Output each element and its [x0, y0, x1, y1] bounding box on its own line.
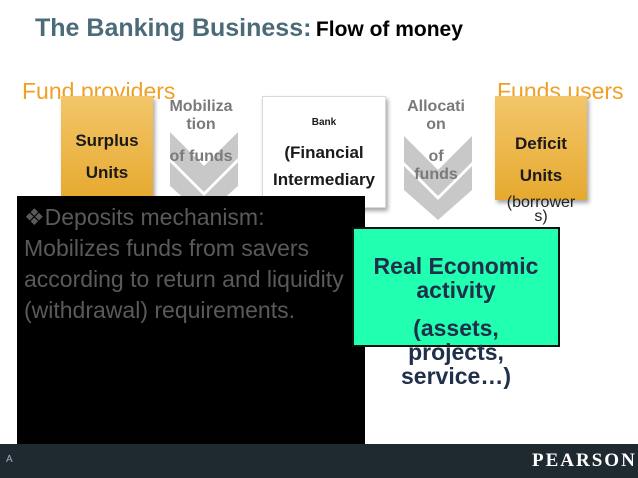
mobilization-line3: of funds — [169, 148, 233, 165]
footer-bar — [0, 444, 638, 478]
deficit-line2: Units — [519, 166, 563, 185]
mobilization-label: Mobiliza tion of funds — [160, 98, 242, 166]
surplus-units-box: Surplus Units — [61, 96, 153, 200]
borrowers-label: (borrower s) — [500, 194, 582, 225]
bank-line1: (Financial — [284, 143, 364, 162]
borrower-line2: s) — [534, 208, 548, 225]
allocation-line3: of — [428, 148, 444, 165]
economic-line4: projects, — [408, 339, 504, 365]
borrower-line1: (borrower — [506, 194, 576, 211]
economic-line2: activity — [416, 277, 496, 303]
bank-line2: Intermediary — [272, 170, 376, 189]
diamond-bullet-icon: ❖ — [24, 204, 45, 230]
deficit-line1: Deficit — [515, 134, 567, 153]
allocation-line1: Allocati — [407, 98, 465, 115]
footer-left-text: A — [6, 454, 13, 465]
allocation-label: Allocati on of funds — [396, 98, 476, 184]
economic-line3: (assets, — [413, 315, 499, 341]
bank-box: Bank (Financial Intermediary — [262, 96, 386, 208]
allocation-line4: funds — [414, 166, 458, 183]
allocation-line2: on — [426, 116, 446, 133]
surplus-line2: Units — [85, 163, 129, 182]
surplus-line1: Surplus — [75, 131, 139, 150]
deposits-text-block: ❖Deposits mechanism: Mobilizes funds fro… — [24, 202, 360, 326]
allocation-arrow-icon — [404, 136, 472, 220]
slide-title: The Banking Business: Flow of money — [35, 14, 463, 43]
real-economic-activity-text: Real Economic activity (assets, projects… — [352, 254, 560, 388]
mobilization-line2: tion — [186, 116, 216, 133]
economic-line5: service…) — [401, 363, 511, 389]
economic-line1: Real Economic — [373, 253, 539, 279]
deposits-text: Deposits mechanism: Mobilizes funds from… — [24, 204, 344, 323]
mobilization-line1: Mobiliza — [169, 98, 233, 115]
deposits-panel — [17, 196, 365, 478]
pearson-logo: PEARSON — [532, 450, 637, 471]
title-main: The Banking Business: — [35, 14, 312, 42]
deficit-units-box: Deficit Units — [495, 96, 587, 200]
title-sub: Flow of money — [315, 18, 463, 41]
bank-small-label: Bank — [311, 117, 337, 128]
real-economic-activity-box — [352, 227, 560, 347]
